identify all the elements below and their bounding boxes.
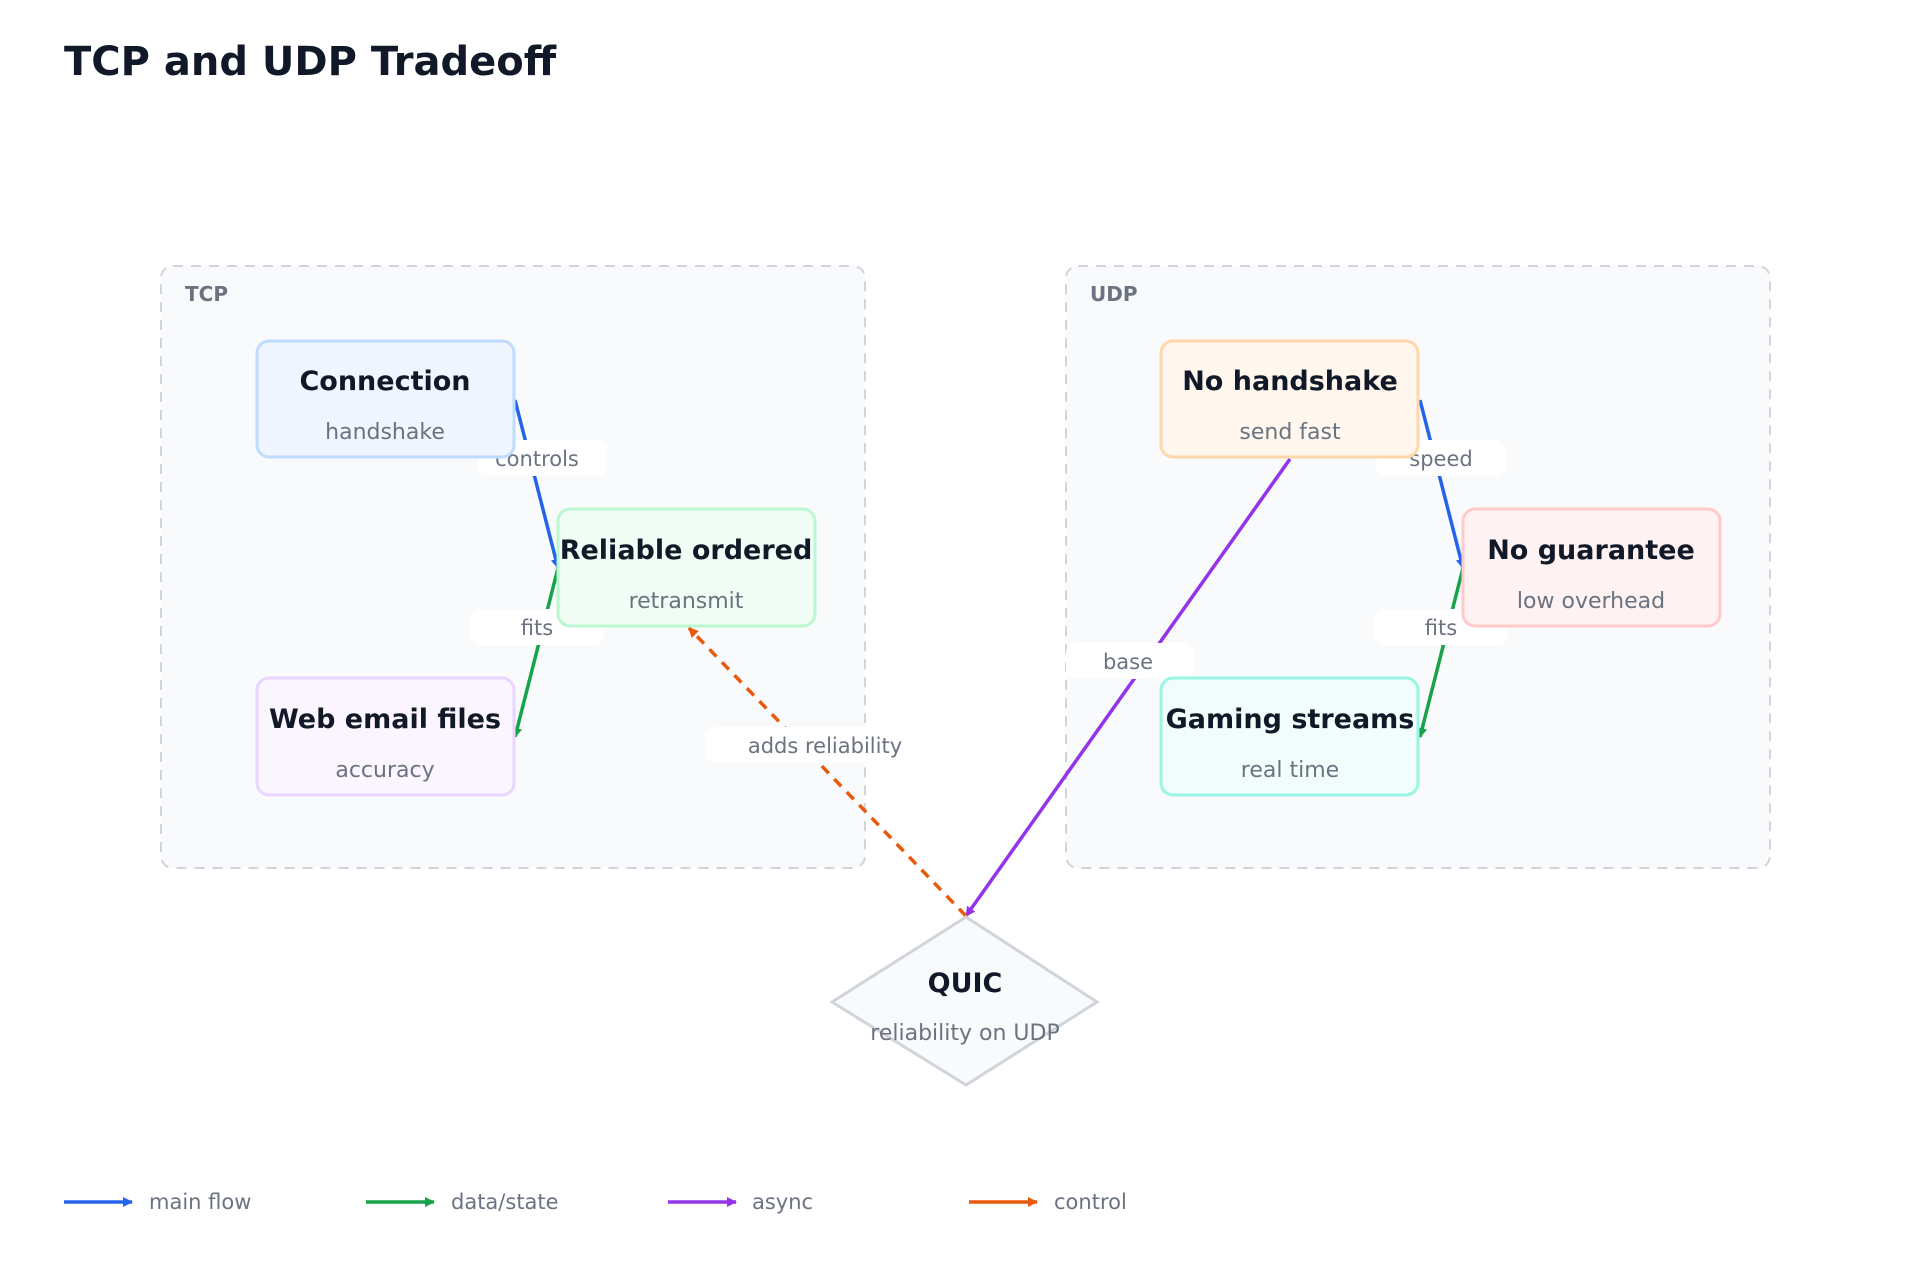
node-gaming-streams: Gaming streams real time (1159, 676, 1420, 797)
node-title: Connection (299, 366, 470, 397)
node-box (255, 676, 516, 797)
node-title: No handshake (1182, 366, 1398, 397)
node-subtitle: low overhead (1517, 589, 1665, 614)
edge-label-text: fits (521, 616, 553, 640)
edge-label-bg (1066, 643, 1194, 679)
node-diamond (829, 915, 1100, 1087)
legend-item-main-flow: main flow (64, 1190, 251, 1214)
node-box (556, 507, 817, 628)
edge-fits-udp (1417, 567, 1465, 738)
node-connection: Connection handshake (255, 339, 516, 459)
group-udp-label: UDP (1090, 282, 1138, 306)
legend-label: control (1054, 1190, 1127, 1214)
edge-label-text: speed (1409, 447, 1472, 471)
legend-item-data-state: data/state (366, 1190, 559, 1214)
node-title: No guarantee (1487, 535, 1695, 566)
node-title: Gaming streams (1166, 704, 1415, 735)
edge-base (964, 457, 1292, 918)
legend-label: data/state (451, 1190, 559, 1214)
node-subtitle: real time (1241, 758, 1339, 783)
node-box (1159, 339, 1420, 459)
edge-label-adds-reliability: adds reliability (705, 727, 941, 763)
node-reliable-ordered: Reliable ordered retransmit (556, 507, 817, 628)
legend-item-control: control (969, 1190, 1127, 1214)
legend-label: async (752, 1190, 813, 1214)
node-no-handshake: No handshake send fast (1159, 339, 1420, 459)
node-box (1461, 507, 1722, 628)
edge-speed (1418, 399, 1466, 569)
node-quic: QUIC reliability on UDP (829, 915, 1100, 1087)
legend-item-async: async (668, 1190, 813, 1214)
legend-label: main flow (149, 1190, 251, 1214)
node-title: QUIC (928, 968, 1003, 999)
node-subtitle: send fast (1239, 420, 1341, 445)
edge-label-bg (705, 727, 941, 763)
node-title: Web email files (269, 704, 501, 735)
edge-controls (513, 399, 561, 569)
edge-fits-tcp (512, 567, 560, 738)
node-box (1159, 676, 1420, 797)
edge-label-base: base (1066, 643, 1194, 679)
node-title: Reliable ordered (560, 535, 813, 566)
node-no-guarantee: No guarantee low overhead (1461, 507, 1722, 628)
diagram-title: TCP and UDP Tradeoff (64, 39, 557, 85)
legend: main flow data/state async control (64, 1190, 1127, 1214)
edge-label-text: adds reliability (748, 734, 902, 758)
group-tcp-label: TCP (185, 282, 228, 306)
node-subtitle: retransmit (629, 589, 744, 614)
node-subtitle: accuracy (335, 758, 434, 783)
node-subtitle: reliability on UDP (870, 1021, 1059, 1046)
edges (512, 399, 1466, 918)
edge-label-text: base (1103, 650, 1153, 674)
node-web-email-files: Web email files accuracy (255, 676, 516, 797)
edge-adds-reliability (687, 626, 968, 918)
node-subtitle: handshake (325, 420, 445, 445)
edge-label-text: fits (1425, 616, 1457, 640)
node-box (255, 339, 516, 459)
